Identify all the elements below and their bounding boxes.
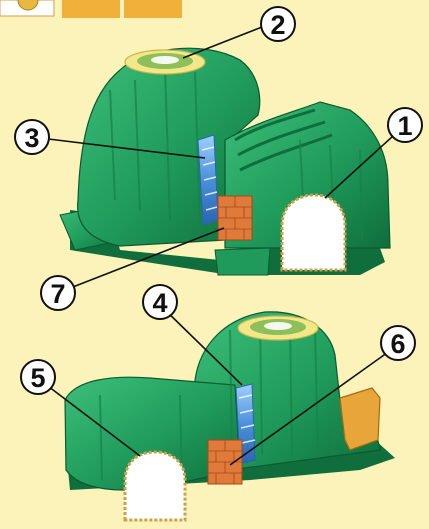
upper-tunnel-piece xyxy=(60,48,390,275)
callout-2: 2 xyxy=(261,7,295,41)
callout-4-label: 4 xyxy=(152,288,167,318)
lower-tunnel-piece xyxy=(65,312,395,520)
callout-5-label: 5 xyxy=(30,363,45,393)
callout-3-label: 3 xyxy=(24,123,39,153)
callout-6-label: 6 xyxy=(390,329,405,359)
callout-7-label: 7 xyxy=(50,279,65,309)
callout-4: 4 xyxy=(143,285,177,319)
callout-3: 3 xyxy=(15,120,49,154)
callout-7: 7 xyxy=(41,276,75,310)
callout-6: 6 xyxy=(381,326,415,360)
callout-1-label: 1 xyxy=(397,111,412,141)
top-strip xyxy=(0,0,182,18)
callout-1: 1 xyxy=(388,108,422,142)
callout-2-label: 2 xyxy=(270,10,285,40)
callout-5: 5 xyxy=(21,360,55,394)
